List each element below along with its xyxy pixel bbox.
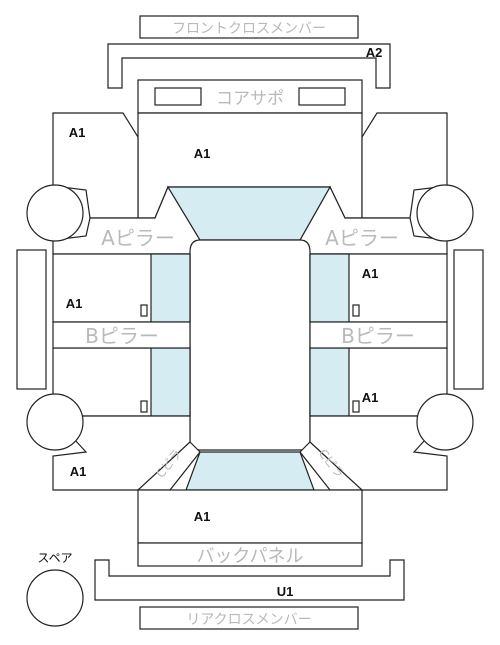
- b-pillar-right-label: Bピラー: [341, 324, 415, 348]
- rear-fender-right: [309, 415, 449, 491]
- side-step-left: [16, 249, 47, 390]
- rear-window-left: [150, 347, 191, 417]
- wheel-rear-left: [26, 393, 84, 451]
- b-pillar-left-label: Bピラー: [85, 324, 159, 348]
- rear-cross-member-label: リアクロスメンバー: [186, 612, 311, 628]
- wheel-front-right: [416, 184, 474, 242]
- wheel-front-left: [26, 184, 84, 242]
- front-door-right-grade: A1: [362, 266, 379, 281]
- core-support-label: コアサポ: [216, 89, 284, 109]
- front-cross-member-grade: A2: [366, 45, 383, 60]
- roof-part: [189, 239, 311, 451]
- spare-tire: [26, 569, 84, 627]
- b-pillar-left: [52, 321, 191, 349]
- rear-window-right: [309, 347, 350, 417]
- rear-door-right-handle: [352, 400, 360, 413]
- front-cross-member-box: [139, 15, 359, 39]
- a-pillar-right-label: Aピラー: [325, 226, 399, 250]
- core-support-right-slot: [298, 87, 346, 106]
- front-fender-right: [361, 112, 448, 219]
- rear-cross-member-grade: U1: [277, 584, 294, 599]
- front-door-left-handle: [140, 304, 148, 317]
- front-window-left: [150, 253, 191, 323]
- front-cross-member-label: フロントクロスメンバー: [172, 21, 326, 37]
- rear-fender-left-grade: A1: [70, 464, 87, 479]
- front-fender-left-grade: A1: [69, 125, 86, 140]
- wheel-rear-right: [416, 393, 474, 451]
- front-door-left-grade: A1: [66, 296, 83, 311]
- front-cross-member-part: [107, 43, 391, 89]
- rear-windshield-glass: [185, 451, 315, 491]
- b-pillar-right: [309, 321, 448, 349]
- spare-label: スペア: [37, 551, 72, 565]
- trunk-part: [137, 489, 363, 544]
- a-pillar-left-label: Aピラー: [101, 226, 175, 250]
- front-window-right: [309, 253, 350, 323]
- trunk-grade: A1: [194, 509, 211, 524]
- rear-cross-member-part: [94, 559, 405, 601]
- rear-fender-left: [51, 415, 191, 491]
- back-panel-part: [137, 542, 363, 567]
- front-door-right-handle: [352, 304, 360, 317]
- rear-cross-member-box: [139, 606, 359, 630]
- core-support-left-slot: [154, 87, 202, 106]
- hood-grade: A1: [194, 146, 211, 161]
- rear-door-right-grade: A1: [362, 390, 379, 405]
- rear-door-left-handle: [140, 400, 148, 413]
- back-panel-label: バックパネル: [196, 546, 303, 567]
- side-step-right: [453, 249, 484, 390]
